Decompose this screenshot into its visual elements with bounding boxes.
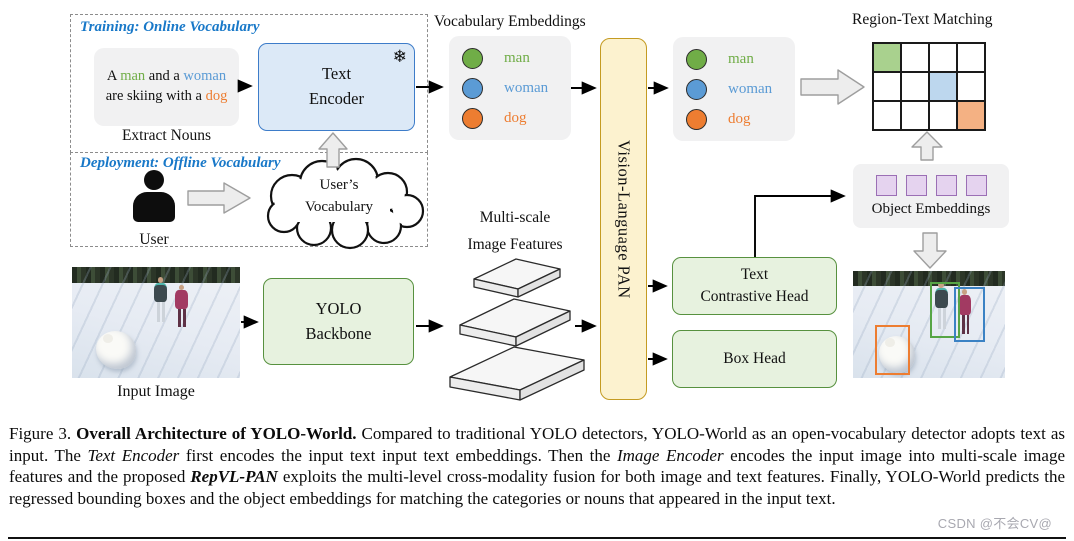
output-image-photo: [853, 271, 1005, 378]
object-embedding-square: [935, 174, 957, 196]
users-vocabulary-label: User’s Vocabulary: [304, 177, 374, 215]
text-encoder-label-line2: Encoder: [309, 89, 364, 108]
arrow-embeddings-to-matching: [800, 69, 865, 105]
skier-child-figure: [173, 284, 193, 329]
vocab-row-woman: woman: [462, 77, 571, 99]
grid-cell: [874, 73, 900, 100]
noun-woman: woman: [183, 68, 227, 85]
box-head-box: Box Head: [672, 330, 837, 388]
noun-man: man: [120, 68, 146, 85]
vocab-row-dog: dog: [462, 107, 571, 129]
cloud-shape: [266, 157, 425, 250]
vocab-row-man: man: [686, 48, 795, 70]
detection-bbox-person1: [930, 282, 960, 338]
vocab-row-dog: dog: [686, 108, 795, 130]
tch-label-line1: Text: [740, 266, 769, 284]
vocabulary-embeddings-title: Vocabulary Embeddings: [434, 13, 586, 30]
architecture-diagram: Training: Online Vocabulary Deployment: …: [70, 11, 1009, 401]
box-head-label: Box Head: [723, 350, 786, 368]
region-text-grid: [872, 42, 986, 131]
vocabulary-embeddings-box: man woman dog: [449, 36, 571, 140]
user-icon-head: [144, 170, 164, 190]
extract-nouns-label: Extract Nouns: [121, 127, 212, 144]
dog-embedding-dot: [686, 108, 707, 130]
training-group-label: Training: Online Vocabulary: [80, 19, 260, 35]
user-label: User: [139, 231, 169, 248]
vocab-row-woman: woman: [686, 78, 795, 100]
user-icon-body: [133, 192, 175, 222]
yolo-backbone-line2: Backbone: [305, 323, 372, 343]
skier-adult-figure: [932, 281, 953, 331]
man-embedding-dot: [462, 47, 483, 69]
vision-language-pan-box: Vision-Language PAN: [600, 38, 647, 400]
grid-cell: [930, 73, 956, 100]
yolo-backbone-line1: YOLO: [315, 298, 362, 318]
yolo-backbone-box: YOLO Backbone: [263, 278, 414, 365]
vision-language-pan-label: Vision-Language PAN: [614, 139, 634, 299]
grid-cell: [958, 44, 984, 71]
input-sentence-text: A man and a woman are skiing with a dog: [105, 68, 228, 104]
grid-cell: [902, 44, 928, 71]
section-divider: [8, 537, 1066, 539]
dog-embedding-dot: [462, 107, 483, 129]
grid-cell: [874, 44, 900, 71]
vocab-row-man: man: [462, 47, 571, 69]
grid-cell: [902, 102, 928, 129]
object-embedding-squares: [875, 174, 987, 196]
woman-embedding-dot: [462, 77, 483, 99]
tch-label-line2: Contrastive Head: [700, 288, 809, 305]
text-embeddings-box: man woman dog: [673, 37, 795, 141]
users-vocabulary-cloud: User’s Vocabulary: [250, 156, 428, 251]
object-embedding-square: [965, 174, 987, 196]
grid-cell: [902, 73, 928, 100]
input-image-photo: [72, 267, 240, 378]
skier-child-figure: [956, 289, 976, 336]
object-embedding-square: [875, 174, 897, 196]
deployment-group-box: [70, 152, 428, 247]
trees-band: [72, 267, 240, 283]
grid-cell: [930, 102, 956, 129]
detection-bbox-person2: [954, 287, 985, 342]
deployment-group-label: Deployment: Offline Vocabulary: [80, 155, 281, 171]
arrow-head-to-object-embeddings: [754, 189, 846, 257]
grid-cell: [874, 102, 900, 129]
grid-cell: [958, 102, 984, 129]
input-sentence-box: A man and a woman are skiing with a dog: [94, 48, 239, 126]
skier-adult-figure: [151, 276, 173, 324]
text-encoder-box: Text Encoder ❄: [258, 43, 415, 131]
region-text-matching-title: Region-Text Matching: [852, 11, 993, 28]
figure-caption: Figure 3. Overall Architecture of YOLO-W…: [9, 424, 1066, 508]
detection-bbox-dog: [875, 325, 910, 375]
object-embeddings-box: Object Embeddings: [853, 164, 1009, 228]
trees-band: [853, 271, 1005, 286]
noun-dog: dog: [205, 88, 228, 104]
arrow-objemb-to-grid: [911, 131, 943, 161]
text-contrastive-head-box: Text Contrastive Head: [672, 257, 837, 315]
object-embeddings-label: Object Embeddings: [871, 200, 991, 217]
text-encoder-label-line1: Text: [321, 64, 352, 84]
arrow-objemb-to-output: [913, 232, 947, 269]
grid-cell: [930, 44, 956, 71]
user-icon: [133, 170, 175, 230]
grid-cell: [958, 73, 984, 100]
feature-pyramid-slabs: [449, 258, 585, 401]
csdn-watermark: CSDN @不会CV@: [937, 516, 1052, 531]
object-embedding-square: [905, 174, 927, 196]
multi-scale-features-label: Multi-scale Image Features: [467, 209, 563, 254]
dog-figure: [95, 331, 136, 370]
woman-embedding-dot: [686, 78, 707, 100]
man-embedding-dot: [686, 48, 707, 70]
frozen-snowflake-icon: ❄: [392, 47, 407, 67]
input-image-label: Input Image: [117, 383, 195, 400]
